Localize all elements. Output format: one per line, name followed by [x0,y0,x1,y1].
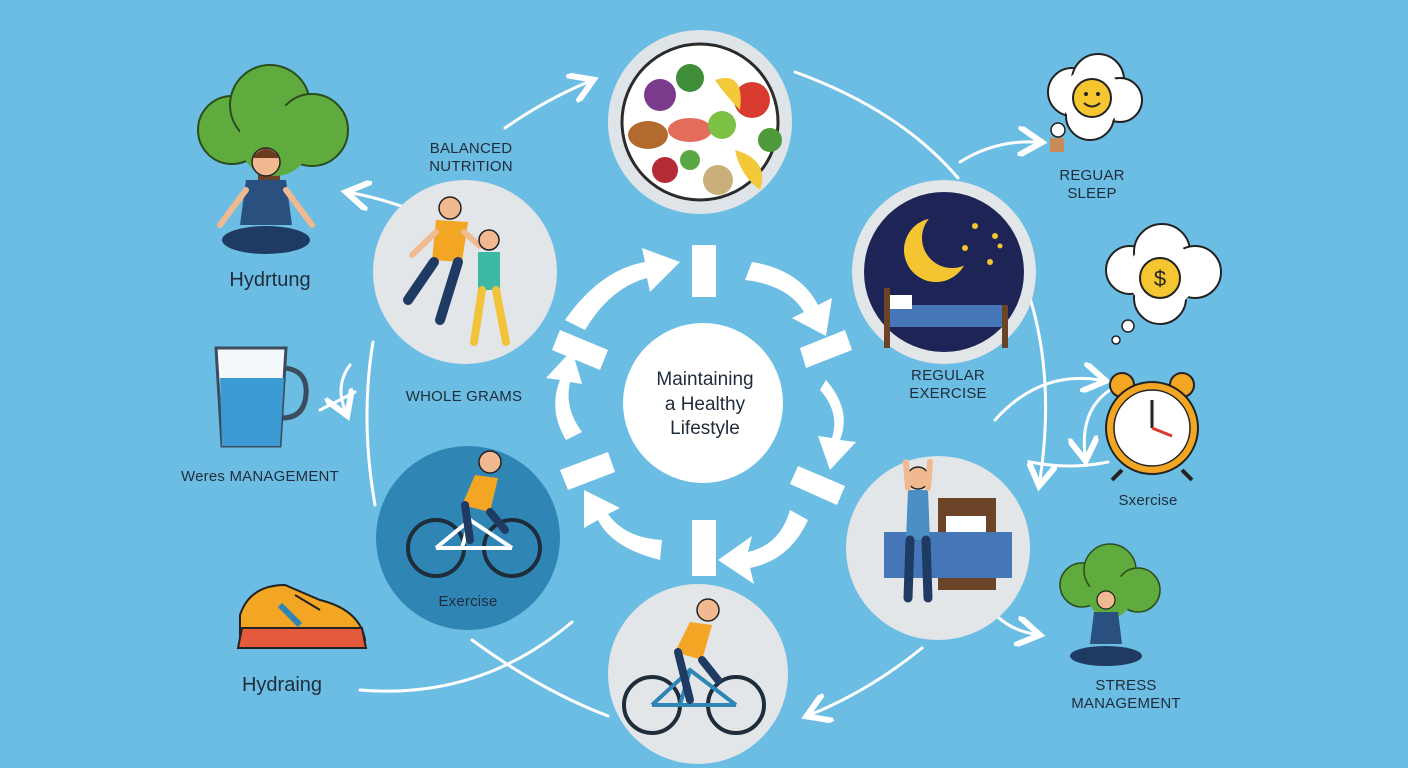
label-exercise: Exercise [438,593,498,610]
inner-cycle-arrows [546,245,856,584]
inner-arrow-left [546,350,582,440]
label-regular-exercise-line-2: EXERCISE [909,385,987,402]
stretching-by-bed-icon [846,456,1030,640]
center-title-line-1: Maintaining [656,369,754,390]
water-glass-icon [214,346,309,448]
alarm-clock-icon [1105,372,1199,482]
label-balanced-nutrition-line-2: NUTRITION [429,158,513,175]
label-stress-management: STRESS MANAGEMENT [1058,677,1194,713]
inner-arrow-bottom-right [718,510,808,584]
inner-bar-right-lower [790,466,845,505]
inner-bar-left-upper [552,330,608,370]
label-regular-sleep-line-1: REGUAR [1059,167,1125,184]
svg-text:$: $ [1154,266,1166,291]
inner-bar-right-upper [800,330,852,368]
label-weres-management: Weres MANAGEMENT [181,468,339,485]
meditation-small-icon [1059,543,1161,666]
center-title-line-2: a Healthy [664,393,746,415]
center-circle [623,323,783,483]
cycling-bottom-icon [608,584,788,764]
inner-arrow-top-left [565,248,680,330]
sneaker-icon [236,583,368,649]
center-title-line-3: Lifestyle [670,418,740,440]
center-title: Maintaining a Healthy Lifestyle [620,368,790,442]
label-regular-exercise-line-1: REGULAR [911,367,985,384]
running-people-icon [373,180,557,364]
label-regular-sleep-line-2: SLEEP [1067,185,1117,202]
label-stress-management-line-2: MANAGEMENT [1071,695,1181,712]
cycling-icon [376,446,560,630]
food-plate-icon [608,30,792,214]
label-hydraing: Hydraing [241,674,323,696]
label-regular-sleep: REGUAR SLEEP [1040,167,1144,203]
inner-bar-left-lower [560,452,615,490]
label-whole-grams: WHOLE GRAMS [405,388,523,405]
label-stress-management-line-1: STRESS [1095,677,1157,694]
label-sxercise: Sxercise [1118,492,1178,509]
label-hydrtung: Hydrtung [229,269,311,291]
inner-arrow-right [818,380,856,470]
inner-arrow-bottom-left [584,490,662,560]
meditation-under-tree-icon [197,64,349,254]
happy-thought-bubble-icon [1047,53,1143,152]
money-thought-bubble-icon: $ [1105,223,1222,345]
label-balanced-nutrition: BALANCED NUTRITION [412,140,530,176]
inner-arrow-top-right [745,262,832,336]
label-regular-exercise: REGULAR EXERCISE [896,367,1000,403]
night-sleep-icon [852,180,1036,364]
label-balanced-nutrition-line-1: BALANCED [429,140,513,157]
